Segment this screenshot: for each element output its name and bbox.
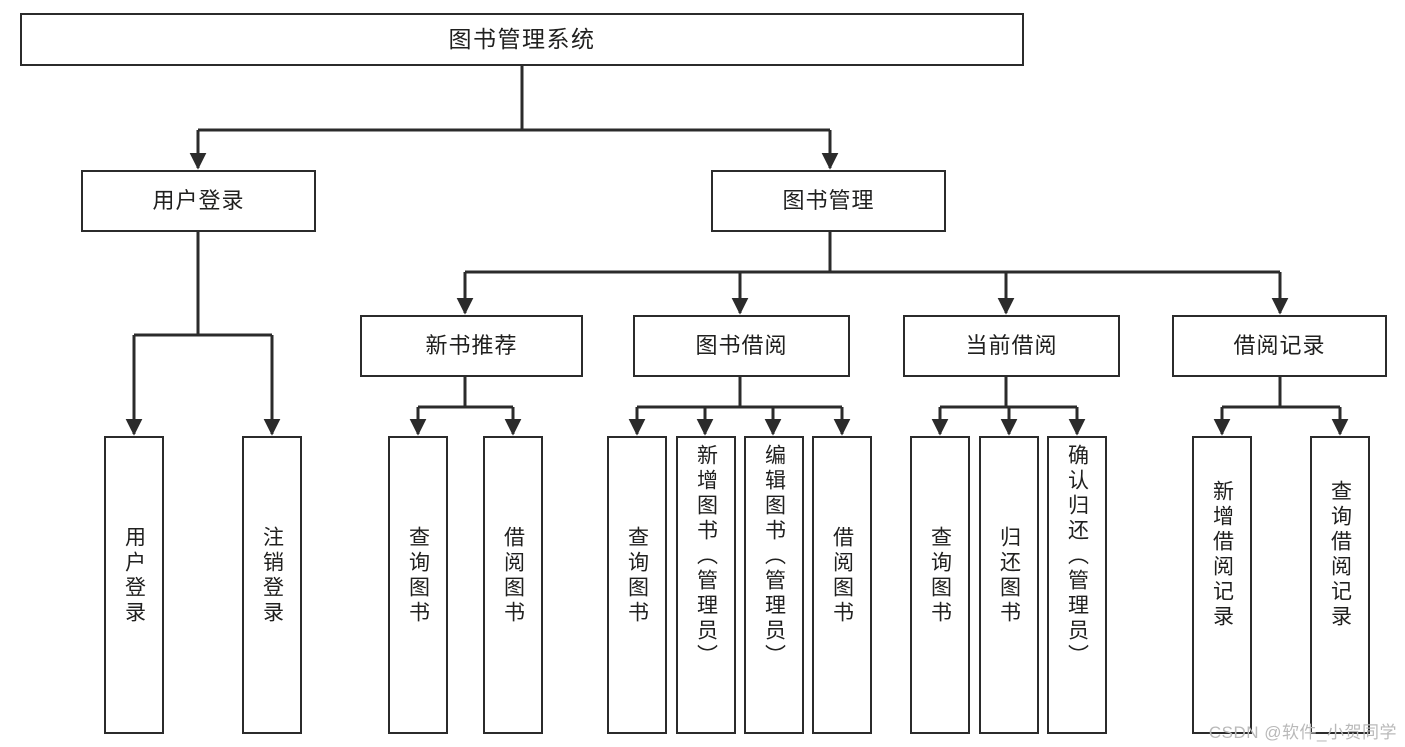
node-label: 查询图书 bbox=[928, 526, 952, 626]
node-label: 新增图书（管理员） bbox=[694, 444, 718, 669]
node-label: 确认归还（管理员） bbox=[1065, 444, 1089, 669]
leaf-new-book-query-book[interactable]: 查询图书 bbox=[388, 436, 448, 734]
node-label: 编辑图书（管理员） bbox=[762, 444, 786, 669]
leaf-current-borrow-query-book[interactable]: 查询图书 bbox=[910, 436, 970, 734]
node-label: 查询借阅记录 bbox=[1328, 480, 1352, 630]
node-label: 用户登录 bbox=[152, 188, 245, 214]
csdn-watermark: CSDN @软件_小贺同学 bbox=[1208, 723, 1397, 742]
node-label: 新增借阅记录 bbox=[1210, 480, 1234, 630]
node-label: 借阅记录 bbox=[1233, 333, 1326, 359]
leaf-current-borrow-return-book[interactable]: 归还图书 bbox=[979, 436, 1039, 734]
node-root-book-management-system[interactable]: 图书管理系统 bbox=[20, 13, 1024, 66]
leaf-book-borrow-edit-book-admin[interactable]: 编辑图书（管理员） bbox=[744, 436, 804, 734]
leaf-user-login-logout[interactable]: 注销登录 bbox=[242, 436, 302, 734]
node-new-book-recommendation[interactable]: 新书推荐 bbox=[360, 315, 583, 377]
node-label: 新书推荐 bbox=[425, 333, 518, 359]
node-label: 用户登录 bbox=[122, 526, 146, 626]
node-label: 归还图书 bbox=[997, 526, 1021, 626]
node-user-login[interactable]: 用户登录 bbox=[81, 170, 316, 232]
node-label: 图书管理 bbox=[782, 188, 875, 214]
leaf-user-login-login[interactable]: 用户登录 bbox=[104, 436, 164, 734]
leaf-book-borrow-add-book-admin[interactable]: 新增图书（管理员） bbox=[676, 436, 736, 734]
node-label: 借阅图书 bbox=[830, 526, 854, 626]
leaf-book-borrow-borrow-book[interactable]: 借阅图书 bbox=[812, 436, 872, 734]
leaf-borrow-record-add-record[interactable]: 新增借阅记录 bbox=[1192, 436, 1252, 734]
node-label: 图书借阅 bbox=[695, 333, 788, 359]
node-borrow-record[interactable]: 借阅记录 bbox=[1172, 315, 1387, 377]
leaf-new-book-borrow-book[interactable]: 借阅图书 bbox=[483, 436, 543, 734]
node-label: 借阅图书 bbox=[501, 526, 525, 626]
node-label: 当前借阅 bbox=[965, 333, 1058, 359]
leaf-book-borrow-query-book[interactable]: 查询图书 bbox=[607, 436, 667, 734]
node-book-borrow[interactable]: 图书借阅 bbox=[633, 315, 850, 377]
node-label: 图书管理系统 bbox=[448, 25, 596, 52]
leaf-borrow-record-query-record[interactable]: 查询借阅记录 bbox=[1310, 436, 1370, 734]
node-current-borrow[interactable]: 当前借阅 bbox=[903, 315, 1120, 377]
node-label: 查询图书 bbox=[406, 526, 430, 626]
node-label: 查询图书 bbox=[625, 526, 649, 626]
leaf-current-borrow-confirm-return-admin[interactable]: 确认归还（管理员） bbox=[1047, 436, 1107, 734]
node-book-management[interactable]: 图书管理 bbox=[711, 170, 946, 232]
node-label: 注销登录 bbox=[260, 526, 284, 626]
